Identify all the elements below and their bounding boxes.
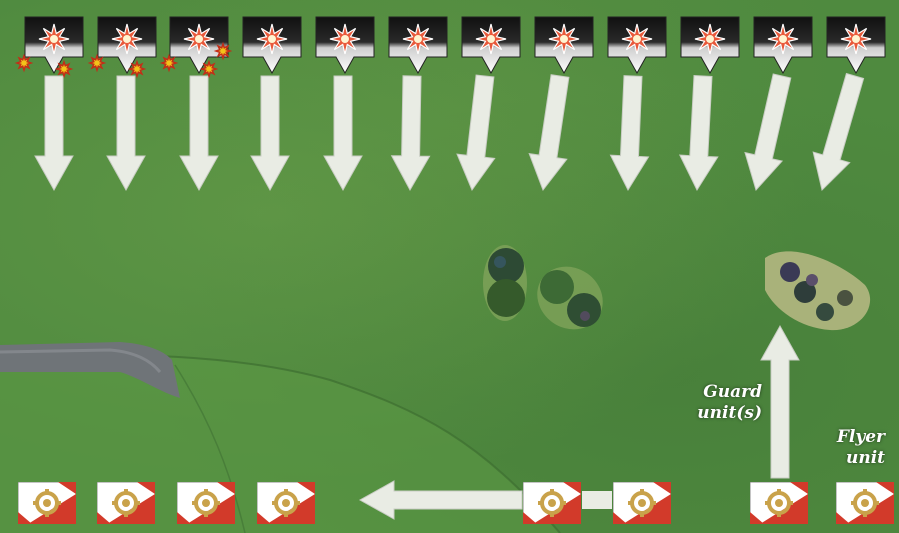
enemy-advance-arrow (107, 76, 145, 190)
enemy-advance-arrow (35, 76, 73, 190)
enemy-advance-arrow (611, 76, 649, 190)
friendly-unit-token[interactable] (257, 482, 315, 524)
friendly-unit-token[interactable] (97, 482, 155, 524)
enemy-advance-arrow (813, 74, 863, 191)
enemy-unit-token[interactable] (389, 17, 447, 75)
damage-marker-icon (130, 62, 144, 76)
friendly-unit-token[interactable] (613, 482, 671, 524)
enemy-advance-arrow (251, 76, 289, 190)
enemy-unit-token[interactable] (243, 17, 301, 75)
flyer-label-line-1: Flyer (810, 427, 885, 448)
enemy-advance-arrow (529, 75, 569, 190)
damage-marker-icon (162, 56, 176, 70)
friendly-unit-token[interactable] (177, 482, 235, 524)
enemy-unit-token[interactable] (316, 17, 374, 75)
enemy-advance-arrow (180, 76, 218, 190)
guard-label-line-1: Guard (682, 382, 762, 403)
flyer-label: Flyer unit (810, 427, 885, 469)
friendly-unit-token[interactable] (523, 482, 581, 524)
enemy-advance-arrow (680, 76, 718, 191)
enemy-unit-token[interactable] (25, 17, 83, 75)
damage-marker-icon (202, 62, 216, 76)
enemy-unit-token[interactable] (608, 17, 666, 75)
enemy-unit-token[interactable] (462, 17, 520, 75)
guard-unit-token[interactable] (750, 482, 808, 524)
flank-move-arrow (360, 481, 522, 519)
enemy-advance-arrow (745, 74, 791, 190)
enemy-advance-arrow (392, 76, 430, 190)
move-connector (582, 491, 612, 509)
enemy-advance-arrow (324, 76, 362, 190)
flyer-label-line-2: unit (810, 448, 885, 469)
enemy-unit-token[interactable] (827, 17, 885, 75)
guard-advance-arrow (761, 326, 799, 478)
enemy-unit-token[interactable] (170, 17, 228, 75)
enemy-unit-token[interactable] (535, 17, 593, 75)
damage-marker-icon (216, 44, 230, 58)
enemy-unit-token[interactable] (754, 17, 812, 75)
damage-marker-icon (90, 56, 104, 70)
damage-marker-icon (57, 62, 71, 76)
enemy-unit-token[interactable] (98, 17, 156, 75)
enemy-unit-token[interactable] (681, 17, 739, 75)
guard-label-line-2: unit(s) (682, 403, 762, 424)
guard-label: Guard unit(s) (682, 382, 762, 424)
damage-marker-icon (17, 56, 31, 70)
friendly-unit-token[interactable] (18, 482, 76, 524)
enemy-advance-arrow (457, 75, 495, 190)
flyer-unit-token[interactable] (836, 482, 894, 524)
